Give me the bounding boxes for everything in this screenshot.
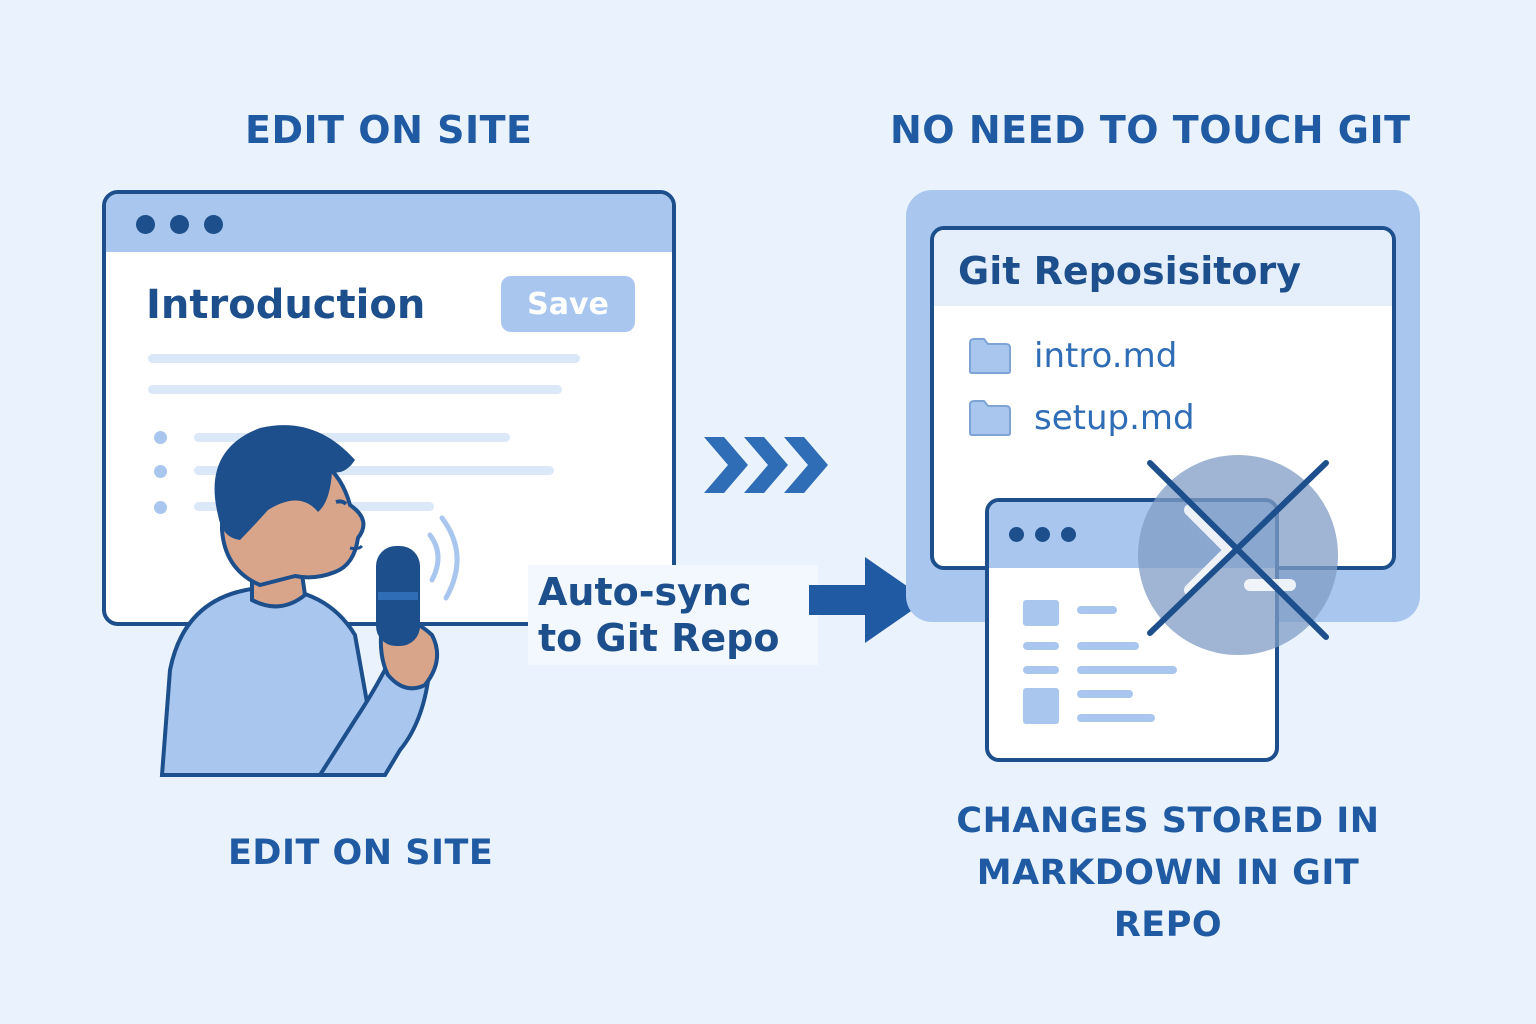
text-line xyxy=(148,354,580,363)
file-name: setup.md xyxy=(1034,398,1195,438)
bullet-icon xyxy=(154,501,167,514)
list-line xyxy=(194,433,510,442)
mini-file-icon xyxy=(1023,688,1059,724)
mini-line xyxy=(1077,714,1155,722)
file-name: intro.md xyxy=(1034,336,1178,376)
window-dot-icon xyxy=(1009,527,1024,542)
sound-waves-icon xyxy=(427,515,460,601)
window-dot-icon xyxy=(1035,527,1050,542)
mini-line xyxy=(1077,642,1139,650)
cross-out-icon xyxy=(1138,455,1338,655)
mini-line xyxy=(1077,666,1177,674)
sync-label: Auto-sync to Git Repo xyxy=(528,565,818,665)
sync-label-line1: Auto-sync xyxy=(538,570,752,614)
window-dot-icon xyxy=(1061,527,1076,542)
window-dot-icon xyxy=(136,215,155,234)
chevron-right-icon xyxy=(704,437,828,493)
page-title: Introduction xyxy=(146,282,426,328)
repo-title: Git Reposisitory xyxy=(934,230,1392,306)
arrow-right-icon xyxy=(809,557,927,643)
text-line xyxy=(148,385,562,394)
save-button[interactable]: Save xyxy=(501,276,635,332)
left-heading: EDIT ON SITE xyxy=(245,108,533,152)
folder-icon xyxy=(969,400,1011,436)
mini-line xyxy=(1023,642,1059,650)
file-item-setup[interactable]: setup.md xyxy=(968,398,1195,438)
mini-line xyxy=(1023,666,1059,674)
mini-line xyxy=(1077,606,1117,614)
right-caption: CHANGES STORED IN MARKDOWN IN GIT REPO xyxy=(956,801,1380,945)
person-with-microphone xyxy=(159,425,460,777)
right-heading: NO NEED TO TOUCH GIT xyxy=(890,108,1411,152)
sync-label-line2: to Git Repo xyxy=(538,616,780,660)
bullet-icon xyxy=(154,465,167,478)
folder-icon xyxy=(969,338,1011,374)
bullet-icon xyxy=(154,431,167,444)
left-caption: EDIT ON SITE xyxy=(228,833,494,873)
microphone-icon xyxy=(376,546,420,646)
file-item-intro[interactable]: intro.md xyxy=(968,336,1177,376)
mini-line xyxy=(1077,690,1133,698)
mini-folder-icon xyxy=(1023,600,1059,626)
site-editor-window: Introduction Save xyxy=(102,190,676,626)
list-line xyxy=(194,466,554,475)
window-dot-icon xyxy=(170,215,189,234)
window-dot-icon xyxy=(204,215,223,234)
editor-titlebar xyxy=(106,194,672,252)
